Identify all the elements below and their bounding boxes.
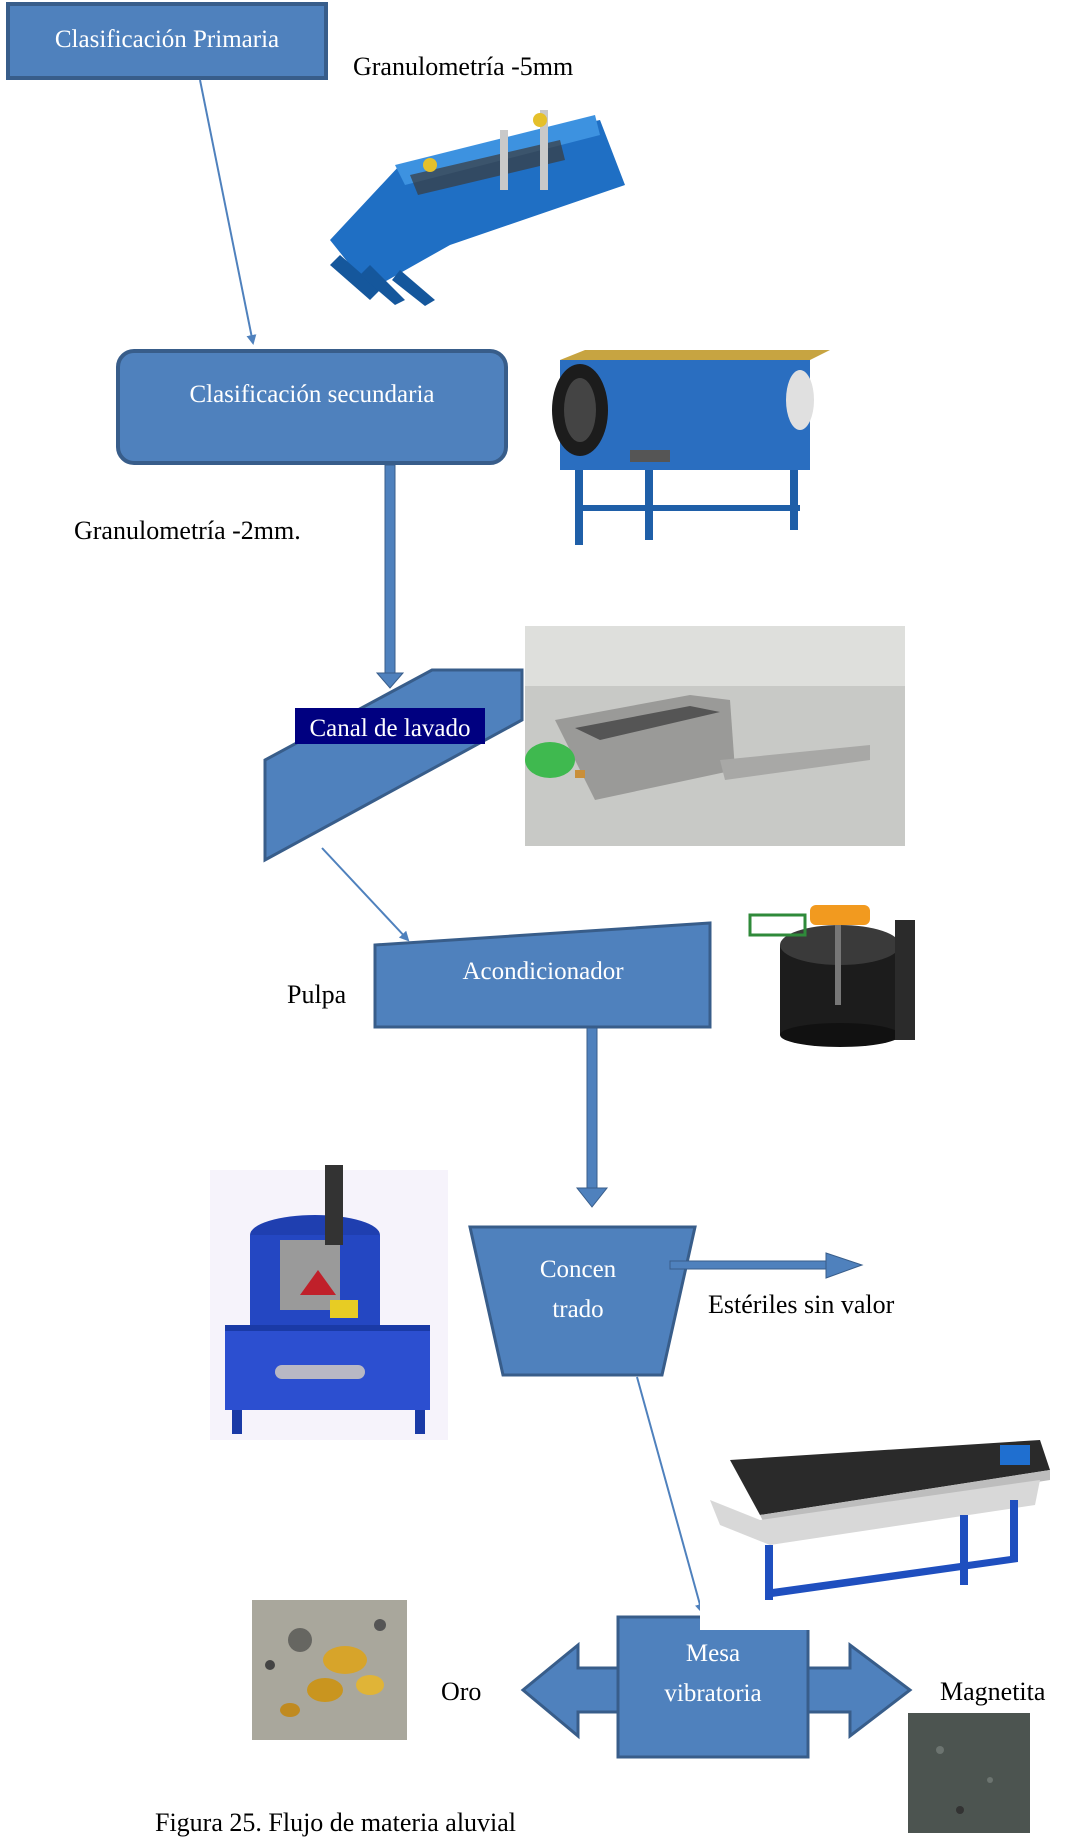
node-table-line1: Mesa — [686, 1640, 740, 1667]
magnetite-photo — [908, 1713, 1030, 1833]
vibrating-screen-photo — [330, 110, 625, 306]
arrow-canal-to-conditioner — [321, 847, 410, 942]
node-primary-label: Clasificación Primaria — [55, 26, 279, 53]
arrow-secondary-to-canal — [375, 464, 405, 689]
arrow-concentrate-to-tailings — [669, 1252, 864, 1279]
label-pulp: Pulpa — [287, 980, 347, 1009]
arrow-conditioner-to-concentrate — [575, 1027, 609, 1208]
shaking-table-photo — [700, 1435, 1060, 1630]
node-concentrate: Concen trado — [468, 1225, 697, 1377]
label-tailings: Estériles sin valor — [708, 1290, 895, 1319]
node-conditioner-label: Acondicionador — [462, 958, 624, 985]
arrow-primary-to-secondary — [199, 79, 257, 345]
node-canal-label: Canal de lavado — [309, 715, 470, 742]
node-primary-classification: Clasificación Primaria — [6, 2, 328, 80]
node-concentrate-line2: trado — [552, 1296, 603, 1323]
label-magnetite: Magnetita — [940, 1677, 1046, 1706]
label-gold: Oro — [441, 1677, 482, 1706]
node-secondary-classification: Clasificación secundaria — [116, 349, 508, 465]
node-conditioner: Acondicionador — [373, 921, 712, 1029]
label-granulometry-2mm: Granulometría -2mm. — [74, 516, 301, 545]
node-secondary-label: Clasificación secundaria — [189, 381, 434, 408]
label-granulometry-5mm: Granulometría -5mm — [353, 52, 574, 81]
figure-caption: Figura 25. Flujo de materia aluvial — [155, 1808, 517, 1837]
node-shaking-table: Mesa vibratoria — [520, 1615, 913, 1759]
centrifugal-concentrator-photo — [210, 1165, 448, 1440]
canal-label-highlight — [295, 708, 485, 744]
gold-nuggets-photo — [252, 1600, 407, 1740]
arrow-concentrate-to-table — [636, 1376, 705, 1614]
conditioner-tank-photo — [740, 885, 925, 1055]
node-concentrate-line1: Concen — [540, 1256, 617, 1283]
washing-channel-photo — [525, 626, 905, 846]
node-table-line2: vibratoria — [664, 1680, 761, 1707]
node-washing-channel: Canal de lavado — [263, 668, 524, 863]
trommel-photo — [520, 325, 865, 565]
